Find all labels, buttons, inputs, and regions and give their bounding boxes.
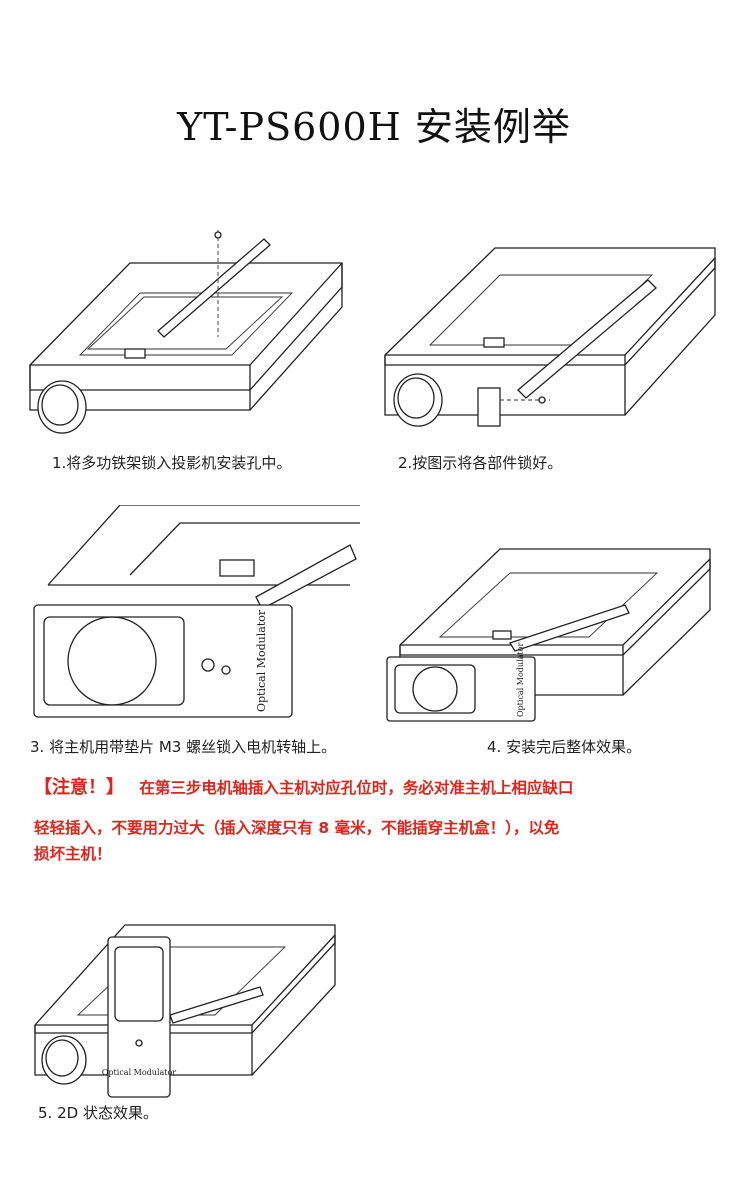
caption-step3: 3. 将主机用带垫片 M3 螺丝锁入电机转轴上。 (30, 738, 337, 756)
figure-step4-illustration: Optical Modulator (385, 545, 715, 725)
figure-step3-illustration: Optical Modulator (30, 505, 360, 730)
warning-text-line2: 轻轻插入，不要用力过大（插入深度只有 8 毫米，不能插穿主机盒！），以免 (34, 819, 560, 837)
warning-text-line1: 在第三步电机轴插入主机对应孔位时，务必对准主机上相应缺口 (139, 779, 574, 797)
caption-step4: 4. 安装完后整体效果。 (487, 738, 642, 756)
figure-step2-illustration (380, 240, 720, 440)
warning-text-line3: 损坏主机！ (34, 845, 112, 863)
device-label: Optical Modulator (516, 643, 525, 717)
figure-step1-illustration (20, 225, 355, 445)
figure-2d-illustration: Optical Modulator (30, 915, 340, 1100)
caption-step2: 2.按图示将各部件锁好。 (398, 454, 563, 472)
device-label: Optical Modulator (255, 609, 268, 712)
warning-lead: 【注意！】 (34, 777, 124, 798)
caption-step1: 1.将多功铁架锁入投影机安装孔中。 (52, 454, 292, 472)
caption-step5: 5. 2D 状态效果。 (38, 1104, 158, 1122)
device-label: Optical Modulator (102, 1068, 176, 1077)
page-title: YT-PS600H 安装例举 (177, 105, 571, 149)
